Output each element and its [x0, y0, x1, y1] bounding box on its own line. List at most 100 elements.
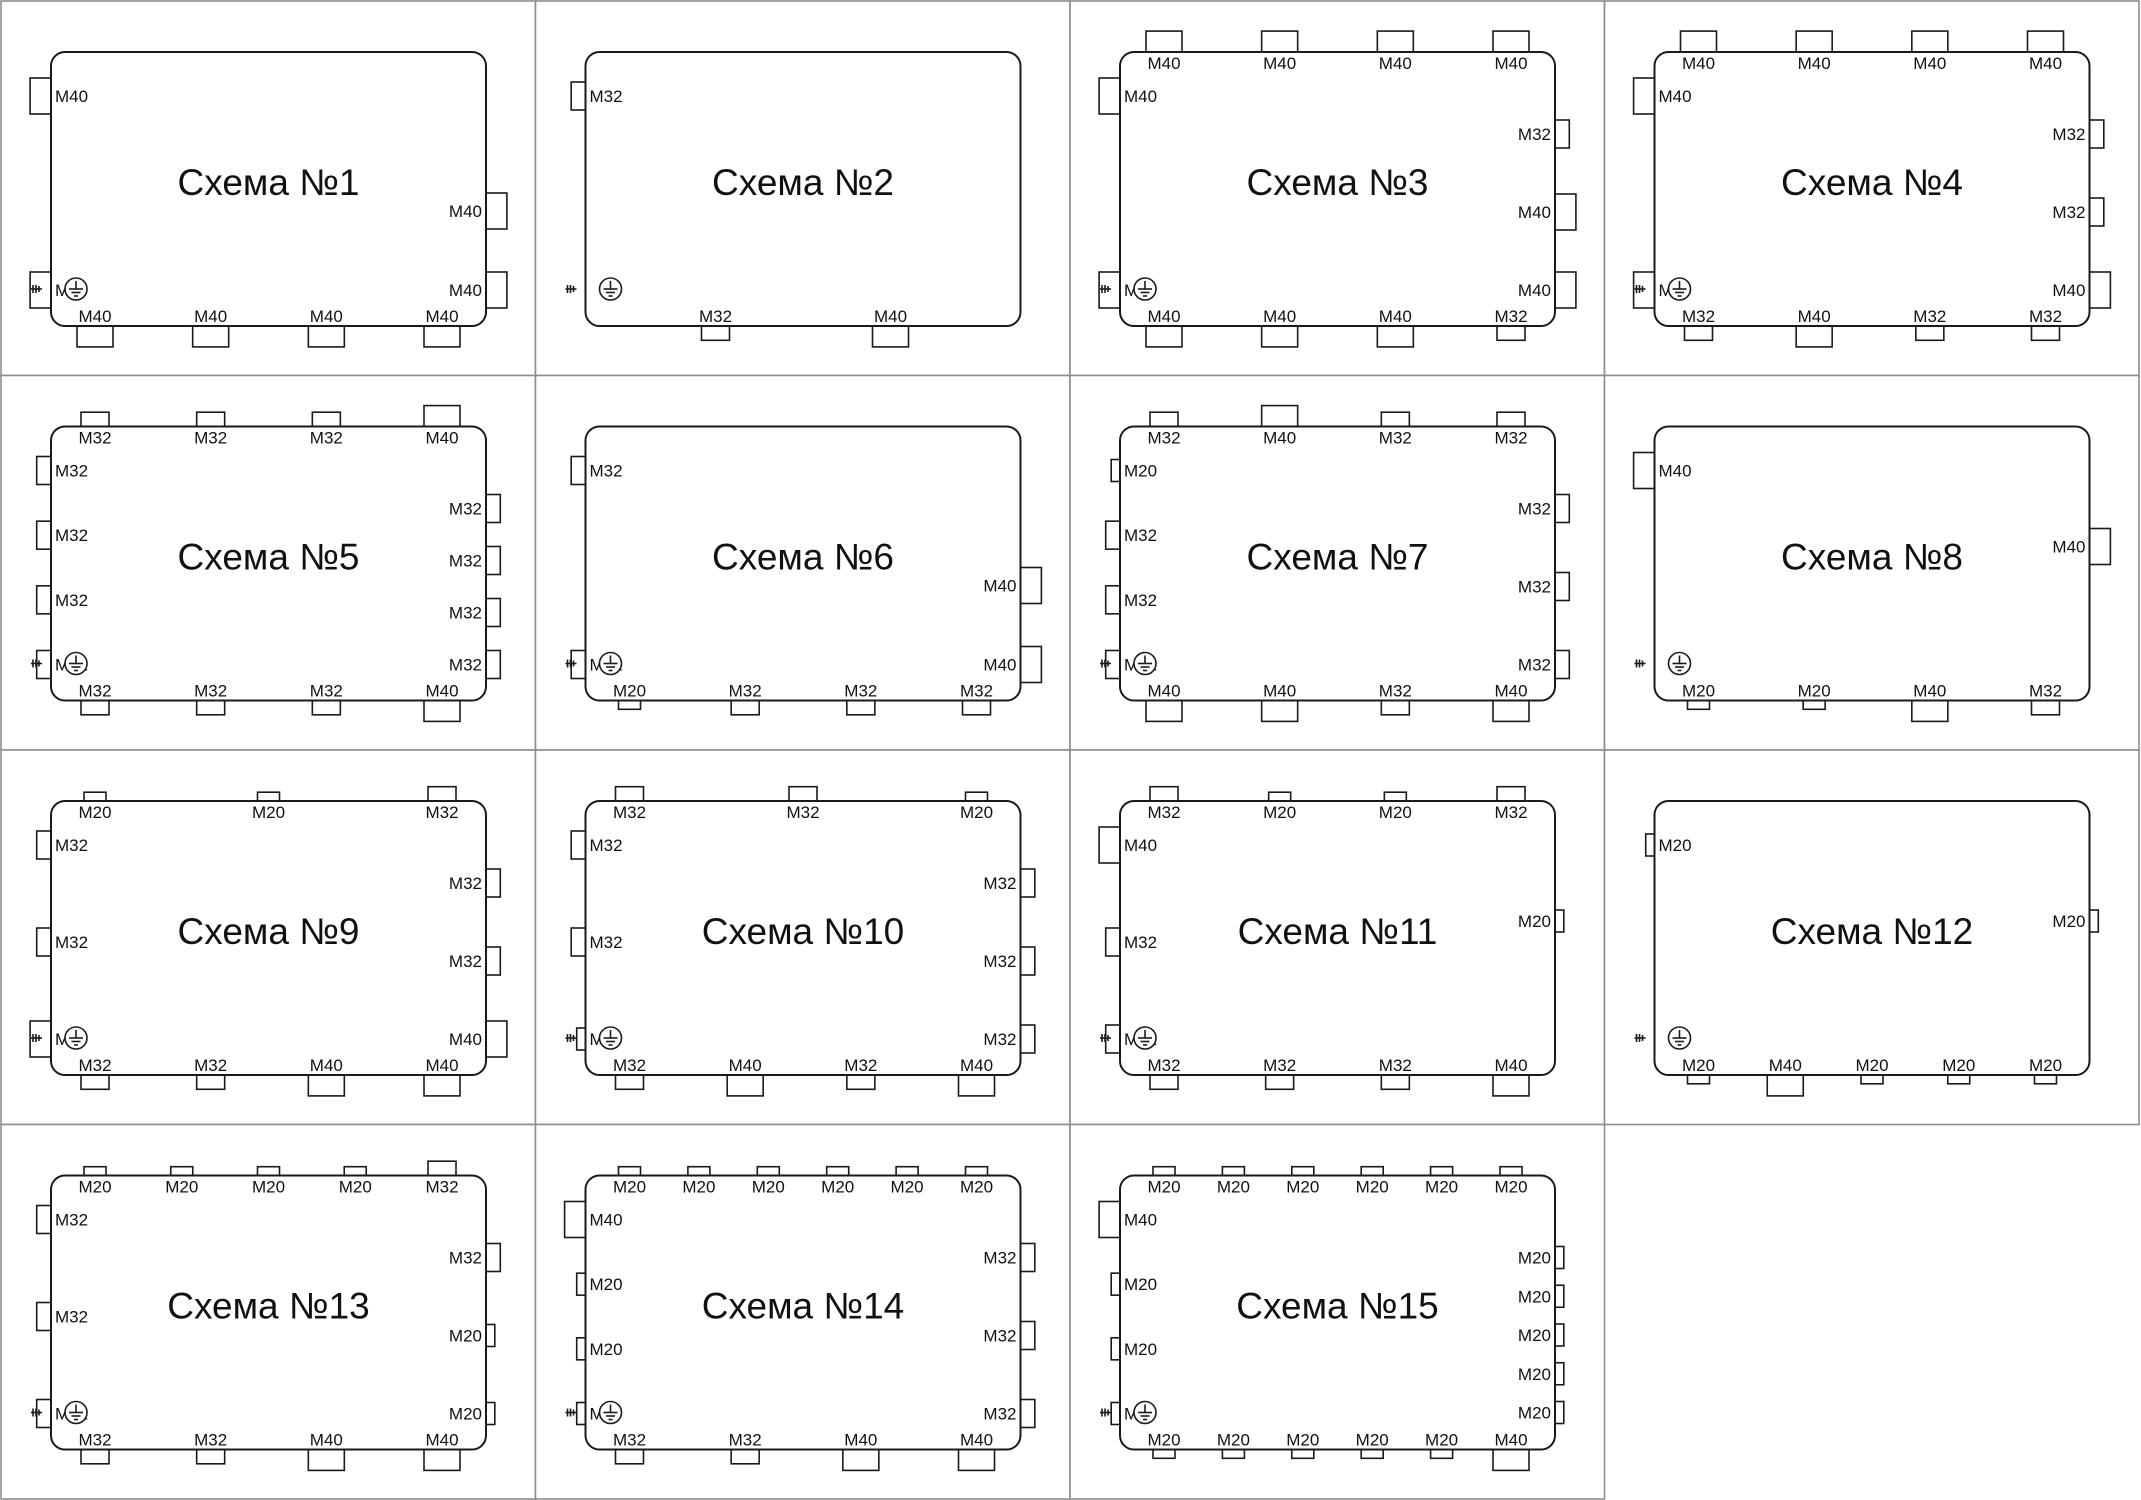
port-label: M20: [1518, 1287, 1551, 1306]
left-port-m20: [1110, 1272, 1121, 1296]
ground-screw-icon: [1634, 1034, 1646, 1042]
ground-screw-icon: [565, 659, 577, 668]
ground-icon: [1667, 277, 1692, 301]
bottom-port-m40: [76, 325, 114, 348]
right-port-m32: [1019, 946, 1036, 976]
scheme-title: Схема №7: [1247, 537, 1429, 578]
top-port-m40: [1260, 404, 1299, 428]
scheme-title: Схема №13: [167, 1286, 370, 1327]
enclosure-box: [584, 51, 1022, 327]
top-port-m20: [1221, 1165, 1246, 1177]
port-label: M40: [1147, 682, 1180, 701]
port-label: M40: [425, 1431, 458, 1450]
port-label: M32: [1124, 591, 1157, 610]
port-label: M32: [310, 429, 343, 448]
left-port-m32: [35, 455, 52, 486]
port-label: M40: [1379, 307, 1412, 326]
bottom-port-m40: [1260, 699, 1299, 723]
top-port-m40: [1679, 30, 1718, 53]
bottom-port-m32: [195, 699, 226, 716]
port-label: M32: [194, 429, 227, 448]
left-port-m40: [1098, 826, 1121, 864]
port-label: M32: [983, 1249, 1016, 1268]
bottom-port-m40: [1260, 325, 1299, 348]
top-port-m40: [1911, 30, 1949, 53]
bottom-port-m32: [195, 1074, 226, 1091]
bottom-port-m32: [846, 1074, 876, 1091]
top-port-m40: [1492, 30, 1530, 53]
scheme-1: M40M40M40M40M40M40M40M40Схема №1: [0, 0, 537, 377]
right-port-m32: [1019, 868, 1036, 898]
port-label: M20: [821, 1178, 854, 1197]
port-label: M32: [844, 682, 877, 701]
port-label: M20: [1855, 1056, 1888, 1075]
port-label: M20: [682, 1178, 715, 1197]
bottom-port-m40: [957, 1074, 996, 1097]
top-port-m32: [195, 411, 226, 428]
top-port-m20: [1267, 791, 1292, 802]
port-label: M40: [2029, 54, 2062, 73]
right-port-m20: [1554, 1361, 1565, 1386]
top-port-m20: [1152, 1165, 1176, 1177]
top-port-m32: [311, 411, 342, 428]
top-port-m20: [964, 791, 989, 802]
port-label: M20: [252, 803, 285, 822]
port-label: M20: [1518, 1326, 1551, 1345]
ground-screw-icon: [31, 1408, 42, 1417]
ground-icon: [64, 1400, 88, 1425]
top-port-m40: [1145, 30, 1183, 53]
scheme-title: Схема №11: [1238, 911, 1438, 952]
ground-screw-icon: [565, 1034, 577, 1042]
port-label: M32: [613, 1056, 646, 1075]
port-label: M32: [1124, 933, 1157, 952]
right-port-m32: [485, 1242, 502, 1273]
port-label: M32: [55, 933, 88, 952]
top-port-m40: [1260, 30, 1299, 53]
port-label: M20: [752, 1178, 785, 1197]
right-port-m40: [2088, 271, 2112, 309]
port-label: M32: [1124, 526, 1157, 545]
top-port-m20: [83, 1165, 107, 1177]
bottom-port-m40: [307, 1074, 346, 1097]
right-port-m32: [1019, 1398, 1036, 1429]
port-label: M40: [1147, 307, 1180, 326]
port-label: M32: [844, 1056, 877, 1075]
port-label: M40: [1769, 1056, 1802, 1075]
port-label: M40: [2052, 281, 2085, 300]
ground-icon: [598, 1026, 623, 1050]
port-label: M32: [55, 1211, 88, 1230]
scheme-4: M40M40M40M40M32M40M32M32M40M40M32M32M40С…: [1603, 0, 2140, 377]
ground-screw-icon: [1100, 285, 1111, 293]
bottom-port-m40: [423, 1448, 461, 1472]
port-label: M20: [960, 803, 993, 822]
bottom-port-m32: [614, 1448, 645, 1465]
left-port-m20: [1110, 458, 1121, 483]
top-port-m20: [1499, 1165, 1523, 1177]
left-port-m32: [35, 927, 52, 957]
port-label: M32: [1518, 500, 1551, 519]
port-label: M32: [1379, 429, 1412, 448]
port-label: M20: [590, 1340, 623, 1359]
scheme-13: M20M20M20M20M32M32M32M40M40M32M32M32M32M…: [0, 1123, 537, 1500]
port-label: M40: [55, 87, 88, 106]
port-label: M20: [1425, 1178, 1458, 1197]
port-label: M32: [1147, 1056, 1180, 1075]
scheme-title: Схема №5: [178, 537, 360, 578]
enclosure-box: [1119, 1174, 1556, 1451]
bottom-port-m32: [1683, 325, 1714, 342]
right-port-m20: [485, 1323, 496, 1348]
port-label: M32: [1518, 656, 1551, 675]
scheme-title: Схема №8: [1781, 537, 1963, 578]
bottom-port-m32: [1149, 1074, 1179, 1091]
bottom-port-m32: [1380, 699, 1411, 716]
top-port-m40: [1376, 30, 1415, 53]
port-label: M40: [1518, 281, 1551, 300]
right-port-m40: [485, 1020, 508, 1058]
port-label: M32: [449, 874, 482, 893]
port-label: M40: [1379, 54, 1412, 73]
port-label: M40: [1682, 54, 1715, 73]
scheme-title: Схема №2: [712, 162, 894, 203]
ground-icon: [1133, 1400, 1157, 1425]
port-label: M32: [1518, 125, 1551, 144]
top-port-m40: [1795, 30, 1833, 53]
